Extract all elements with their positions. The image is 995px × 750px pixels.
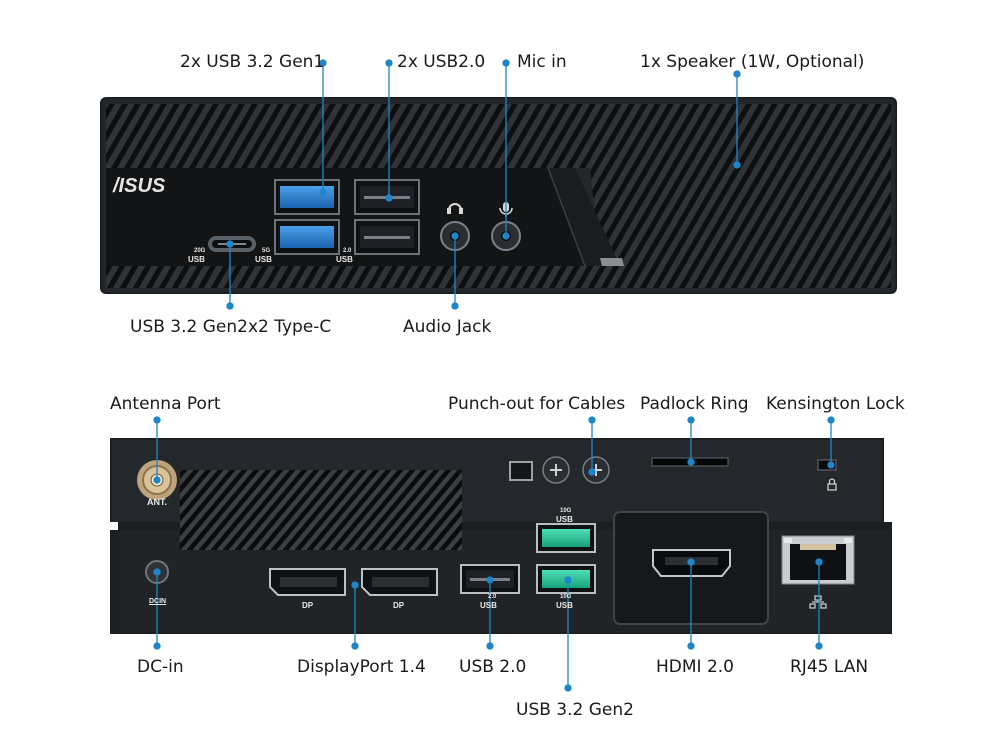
label-mic-in: Mic in [517,52,567,72]
label-punch-out: Punch-out for Cables [448,394,626,414]
label-speaker: 1x Speaker (1W, Optional) [640,52,865,72]
rear-usb2-usb-mark: USB [480,601,497,610]
callout-leaders [153,59,835,692]
headset-icon [447,203,463,214]
dcin-mark: DCIN [149,598,167,605]
label-usb20-rear: USB 2.0 [459,657,527,677]
lock-icon [827,478,837,491]
network-icon [809,595,827,609]
label-usb-typec: USB 3.2 Gen2x2 Type-C [130,317,332,337]
label-usb20-front: 2x USB2.0 [397,52,486,72]
antenna-mark: ANT. [147,497,167,507]
gen1-usb-mark: USB [255,255,272,264]
gen2-bot-speed-mark: 10G [560,594,572,600]
label-hdmi: HDMI 2.0 [656,657,734,677]
typec-speed-mark: 20G [194,248,206,254]
front-panel: /ISUS [100,97,897,294]
label-dc-in: DC-in [137,657,184,677]
label-kensington-lock: Kensington Lock [766,394,905,414]
label-displayport: DisplayPort 1.4 [297,657,426,677]
label-usb32-gen2: USB 3.2 Gen2 [516,700,634,720]
rear-panel [110,438,892,634]
label-padlock-ring: Padlock Ring [640,394,749,414]
gen2-top-speed-mark: 10G [560,508,572,514]
usb2-usb-mark: USB [336,255,353,264]
dp1-mark: DP [302,601,314,610]
typec-usb-mark: USB [188,255,205,264]
label-usb32-gen1: 2x USB 3.2 Gen1 [180,52,325,72]
gen2-top-usb-mark: USB [556,515,573,524]
dp2-mark: DP [393,601,405,610]
label-antenna-port: Antenna Port [110,394,221,414]
rear-usb2-ver-mark: 2.0 [488,594,497,600]
asus-logo: /ISUS [112,175,166,197]
gen2-bot-usb-mark: USB [556,601,573,610]
label-audio-jack: Audio Jack [403,317,492,337]
gen1-speed-mark: 5G [262,248,271,254]
label-rj45-lan: RJ45 LAN [790,657,869,677]
usb2-ver-mark: 2.0 [343,248,352,254]
